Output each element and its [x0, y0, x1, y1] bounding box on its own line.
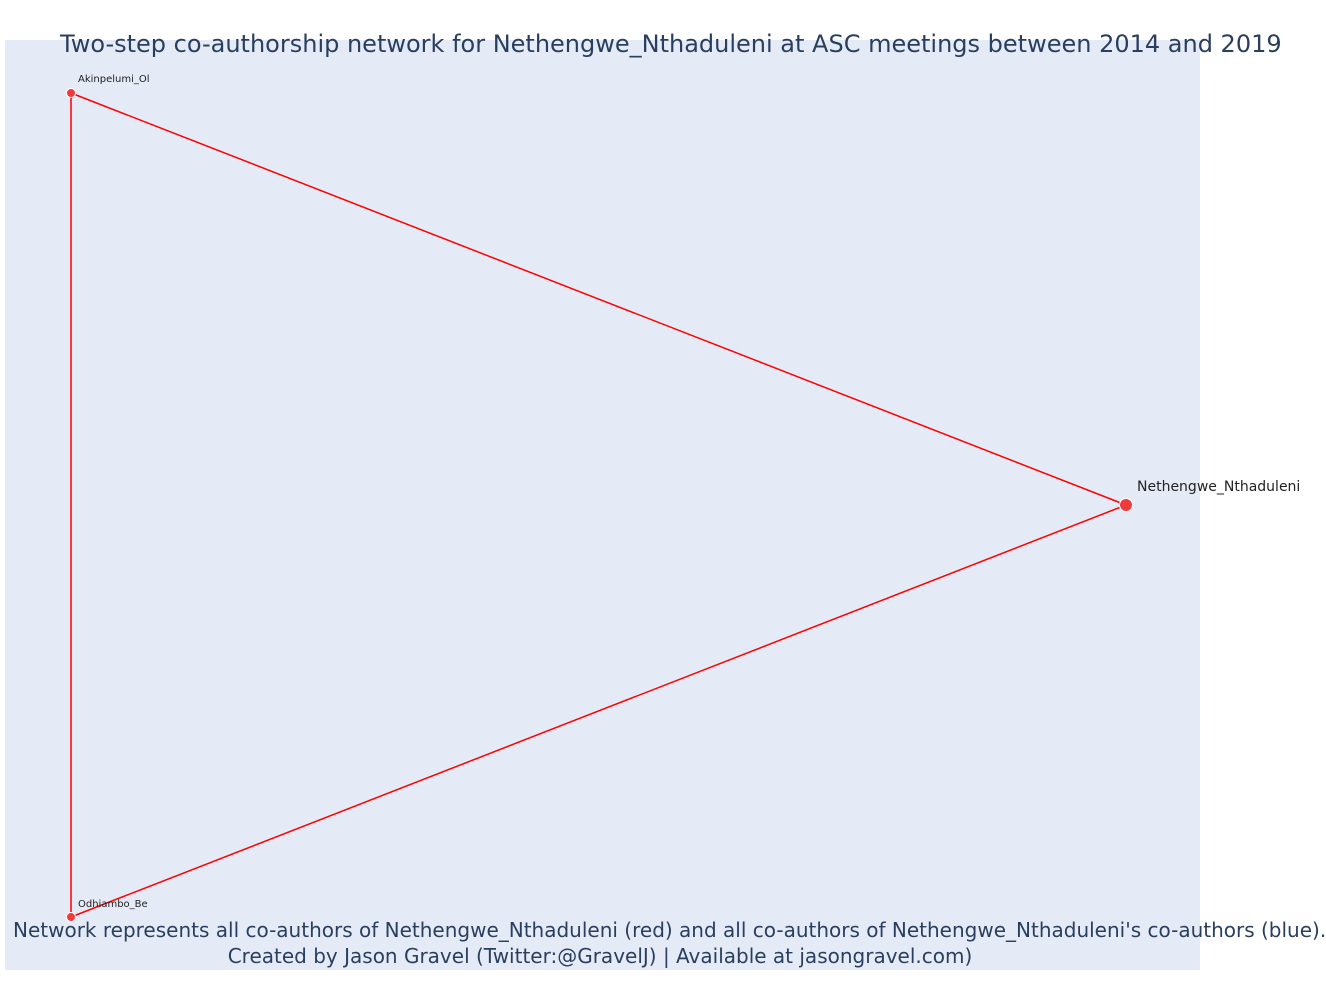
node-label: Akinpelumi_Ol — [78, 74, 150, 85]
chart-title: Two-step co-authorship network for Nethe… — [60, 30, 1282, 58]
node-label: Nethengwe_Nthaduleni — [1137, 479, 1300, 495]
nodes-layer: Nethengwe_Nthaduleni Akinpelumi_OlOdhiamb… — [66, 74, 1300, 922]
footer-credit: Created by Jason Gravel (Twitter:@Gravel… — [227, 944, 973, 968]
network-graph: Nethengwe_Nthaduleni Akinpelumi_OlOdhiamb… — [66, 74, 1300, 922]
node-akinpelumi: Akinpelumi_Ol — [66, 74, 150, 98]
node-label: Odhiambo_Be — [78, 899, 148, 910]
footer-note: Network represents all co-authors of Net… — [13, 918, 1326, 942]
node-odhiambo: Odhiambo_Be — [66, 899, 148, 922]
plot-area — [5, 40, 1200, 970]
node-marker — [66, 912, 76, 922]
edges-layer — [70, 92, 1127, 918]
node-nethengwe: Nethengwe_Nthaduleni — [1119, 479, 1300, 512]
node-marker — [1119, 498, 1133, 512]
edge-akinpelumi-nethengwe — [70, 92, 1127, 506]
edge-odhiambo-nethengwe — [70, 504, 1127, 918]
node-marker — [66, 88, 76, 98]
